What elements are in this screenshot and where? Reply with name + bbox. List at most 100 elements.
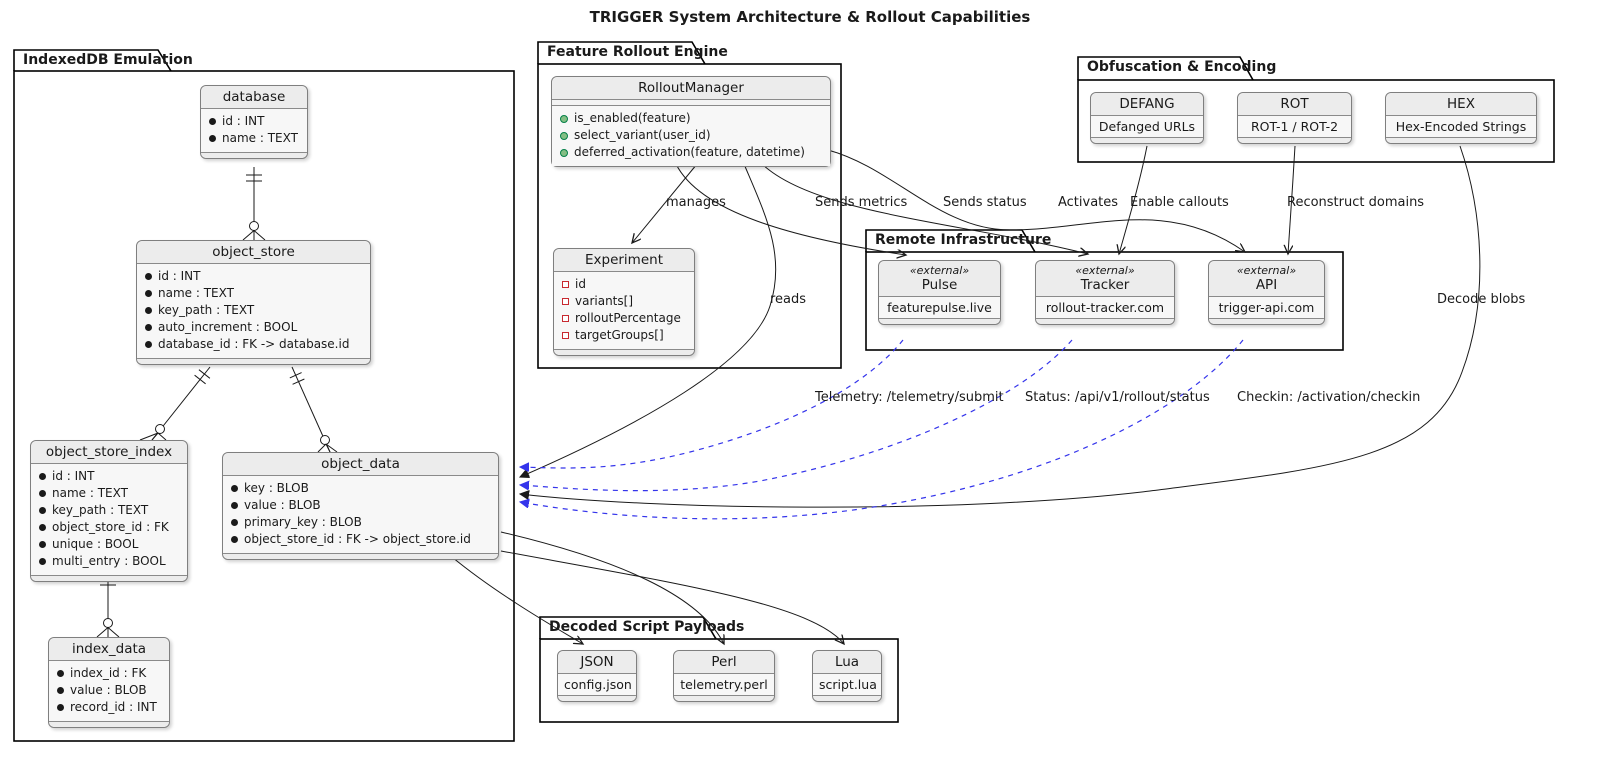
- private-field-icon: [562, 298, 569, 305]
- table-row: name : TEXT: [145, 285, 362, 302]
- attribute-row: rolloutPercentage: [562, 310, 686, 327]
- component-pulse-desc: featurepulse.live: [879, 297, 1000, 318]
- table-row: id : INT: [209, 113, 299, 130]
- attribute-text: id: [575, 277, 586, 291]
- field-bullet-icon: [39, 490, 46, 497]
- field-text: unique : BOOL: [52, 537, 139, 551]
- method-text: is_enabled(feature): [574, 111, 691, 125]
- component-lua-name: Lua: [813, 651, 881, 674]
- edge-label-reconstruct-domains: Reconstruct domains: [1287, 195, 1425, 210]
- entity-object-store: object_store id : INT name : TEXT key_pa…: [136, 240, 371, 365]
- entity-index-data-name: index_data: [49, 638, 169, 661]
- table-row: id : INT: [39, 468, 179, 485]
- edge-label-activates: Activates: [1058, 195, 1119, 210]
- entity-index-data: index_data index_id : FK value : BLOB re…: [48, 637, 170, 728]
- component-pulse: «external»Pulse featurepulse.live: [878, 260, 1001, 325]
- attribute-text: targetGroups[]: [575, 328, 664, 342]
- table-row: name : TEXT: [209, 130, 299, 147]
- component-api-name: «external»API: [1209, 261, 1324, 297]
- empty-compartment: [137, 358, 370, 364]
- edge-label-status: Status: /api/v1/rollout/status: [1025, 390, 1210, 405]
- component-defang-name: DEFANG: [1091, 93, 1203, 116]
- field-bullet-icon: [209, 118, 216, 125]
- component-lua: Lua script.lua: [812, 650, 882, 702]
- class-experiment-name: Experiment: [554, 249, 694, 272]
- component-api-title: API: [1255, 277, 1278, 293]
- field-bullet-icon: [39, 541, 46, 548]
- table-row: unique : BOOL: [39, 536, 179, 553]
- association-arrows: [451, 145, 1481, 644]
- field-text: value : BLOB: [70, 683, 147, 697]
- class-rollout-manager: RolloutManager is_enabled(feature) selec…: [551, 76, 831, 167]
- attribute-text: variants[]: [575, 294, 634, 308]
- entity-object-store-index-name: object_store_index: [31, 441, 187, 464]
- empty-compartment: [31, 575, 187, 581]
- empty-compartment: [1091, 137, 1203, 143]
- attribute-row: variants[]: [562, 293, 686, 310]
- edge-label-sends-metrics: Sends metrics: [815, 195, 908, 210]
- method-row: deferred_activation(feature, datetime): [560, 144, 822, 161]
- component-defang: DEFANG Defanged URLs: [1090, 92, 1204, 144]
- field-text: key : BLOB: [244, 481, 309, 495]
- private-field-icon: [562, 281, 569, 288]
- empty-compartment: [201, 152, 307, 158]
- field-text: primary_key : BLOB: [244, 515, 362, 529]
- component-defang-desc: Defanged URLs: [1091, 116, 1203, 137]
- component-json-desc: config.json: [558, 674, 636, 695]
- edge-label-enable-callouts: Enable callouts: [1130, 195, 1229, 210]
- field-bullet-icon: [57, 704, 64, 711]
- field-bullet-icon: [145, 324, 152, 331]
- field-bullet-icon: [231, 536, 238, 543]
- field-text: database_id : FK -> database.id: [158, 337, 350, 351]
- field-bullet-icon: [145, 290, 152, 297]
- field-text: object_store_id : FK: [52, 520, 169, 534]
- table-row: auto_increment : BOOL: [145, 319, 362, 336]
- package-label-payloads: Decoded Script Payloads: [549, 619, 745, 635]
- component-rot: ROT ROT-1 / ROT-2: [1237, 92, 1352, 144]
- component-tracker: «external»Tracker rollout-tracker.com: [1035, 260, 1175, 325]
- http-edges: [520, 339, 1244, 520]
- field-bullet-icon: [145, 307, 152, 314]
- field-bullet-icon: [231, 485, 238, 492]
- field-text: record_id : INT: [70, 700, 157, 714]
- empty-compartment: [1238, 137, 1351, 143]
- field-bullet-icon: [57, 687, 64, 694]
- component-perl-name: Perl: [674, 651, 774, 674]
- field-text: id : INT: [52, 469, 95, 483]
- entity-object-data-name: object_data: [223, 453, 498, 476]
- field-text: multi_entry : BOOL: [52, 554, 166, 568]
- stereotype-external: «external»: [1075, 264, 1135, 277]
- table-row: object_store_id : FK -> object_store.id: [231, 531, 490, 548]
- field-text: id : INT: [158, 269, 201, 283]
- field-text: id : INT: [222, 114, 265, 128]
- component-hex-desc: Hex-Encoded Strings: [1386, 116, 1536, 137]
- table-row: key_path : TEXT: [145, 302, 362, 319]
- private-field-icon: [562, 315, 569, 322]
- empty-compartment: [879, 318, 1000, 324]
- table-row: key : BLOB: [231, 480, 490, 497]
- component-rot-desc: ROT-1 / ROT-2: [1238, 116, 1351, 137]
- table-row: key_path : TEXT: [39, 502, 179, 519]
- stereotype-external: «external»: [1236, 264, 1297, 277]
- attribute-text: rolloutPercentage: [575, 311, 681, 325]
- field-text: key_path : TEXT: [158, 303, 255, 317]
- edge-label-checkin: Checkin: /activation/checkin: [1237, 390, 1421, 405]
- empty-compartment: [674, 695, 774, 701]
- package-label-rollout: Feature Rollout Engine: [547, 44, 728, 60]
- field-bullet-icon: [39, 507, 46, 514]
- entity-object-store-name: object_store: [137, 241, 370, 264]
- component-json-name: JSON: [558, 651, 636, 674]
- component-hex-name: HEX: [1386, 93, 1536, 116]
- entity-object-store-index: object_store_index id : INT name : TEXT …: [30, 440, 188, 582]
- package-label-remote: Remote Infrastructure: [875, 232, 1052, 248]
- empty-compartment: [223, 553, 498, 559]
- edge-label-telemetry: Telemetry: /telemetry/submit: [815, 390, 1004, 405]
- empty-compartment: [1386, 137, 1536, 143]
- entity-database-name: database: [201, 86, 307, 109]
- class-rollout-manager-name: RolloutManager: [552, 77, 830, 100]
- empty-compartment: [49, 721, 169, 727]
- field-text: object_store_id : FK -> object_store.id: [244, 532, 471, 546]
- private-field-icon: [562, 332, 569, 339]
- public-method-icon: [560, 131, 568, 140]
